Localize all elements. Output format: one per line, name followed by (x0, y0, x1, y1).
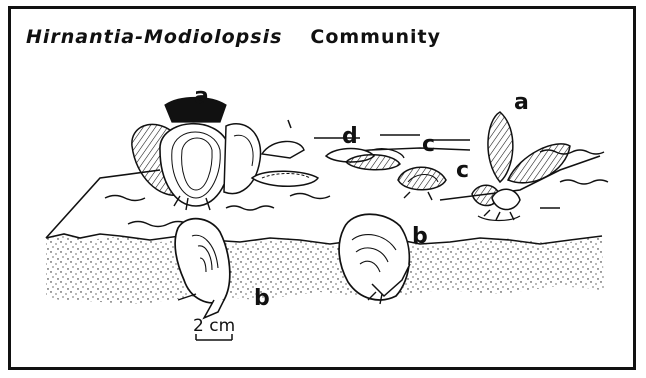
small-shell-top-middle (262, 120, 304, 158)
label-c-lower: c (456, 160, 469, 182)
label-b-center: b (412, 226, 428, 248)
label-a-right: a (514, 92, 529, 114)
brachiopod-cluster-a-left (132, 98, 261, 211)
label-a-left: a (194, 86, 209, 108)
label-c-upper: c (422, 134, 435, 156)
brachiopod-c-center (398, 167, 446, 200)
shell-cluster-d (326, 149, 404, 170)
bivalve-lying-left (252, 171, 318, 186)
brachiopod-cluster-a-right (472, 112, 570, 221)
label-b-left: b (254, 288, 270, 310)
sediment-side-face (46, 236, 604, 304)
scale-bar-label: 2 cm (193, 316, 235, 336)
label-d: d (342, 126, 358, 148)
burrowing-bivalve-b-left (175, 219, 230, 318)
